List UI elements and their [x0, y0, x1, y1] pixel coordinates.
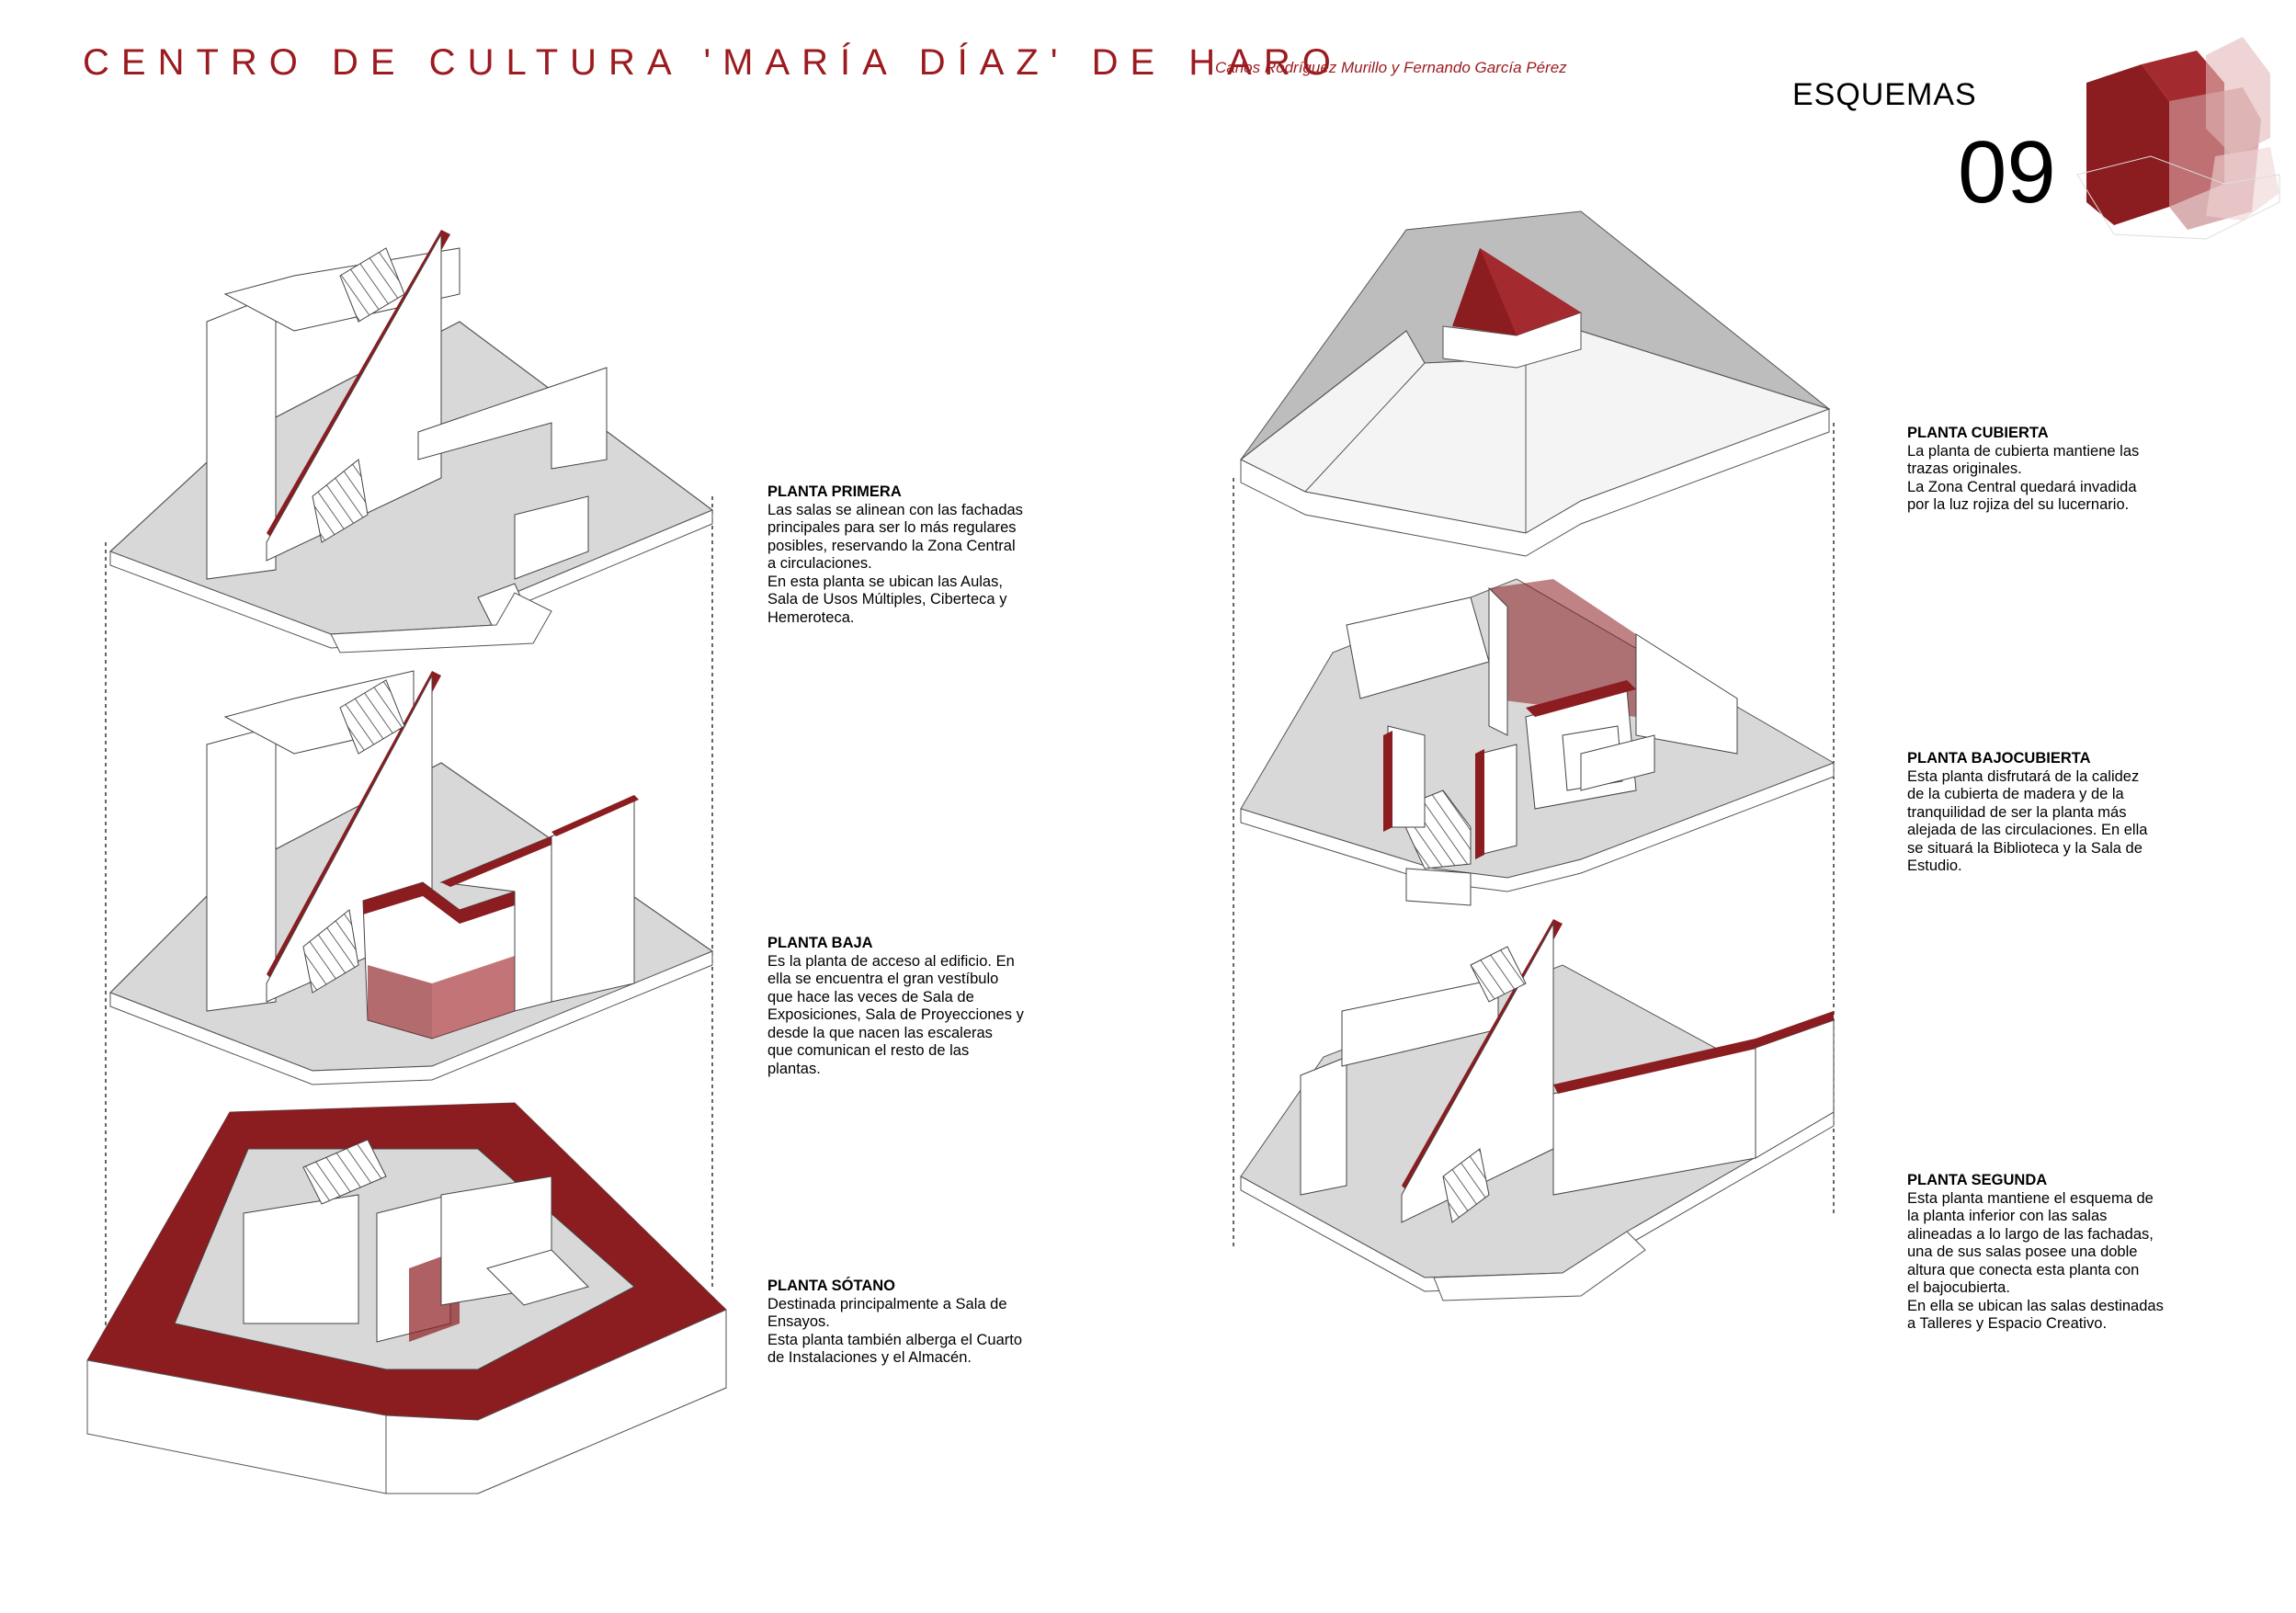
desc-heading: PLANTA BAJA [767, 935, 873, 951]
section-title: ESQUEMAS [1792, 77, 1977, 112]
desc-heading: PLANTA PRIMERA [767, 483, 902, 500]
planta-segunda-diagram [1240, 919, 1836, 1301]
planta-bajocubierta-diagram [1240, 578, 1836, 906]
desc-text: Las salas se alinean con las fachadas pr… [767, 501, 1023, 626]
desc-planta-baja: PLANTA BAJA Es la planta de acceso al ed… [767, 935, 1071, 1078]
desc-heading: PLANTA SEGUNDA [1907, 1172, 2048, 1188]
desc-planta-bajocubierta: PLANTA BAJOCUBIERTA Esta planta disfruta… [1907, 750, 2211, 876]
desc-planta-primera: PLANTA PRIMERA Las salas se alinean con … [767, 483, 1071, 627]
desc-planta-sotano: PLANTA SÓTANO Destinada principalmente a… [767, 1278, 1071, 1368]
desc-heading: PLANTA BAJOCUBIERTA [1907, 750, 2091, 767]
desc-heading: PLANTA CUBIERTA [1907, 425, 2049, 441]
planta-sotano-diagram [86, 1102, 727, 1494]
desc-text: La planta de cubierta mantiene las traza… [1907, 442, 2140, 514]
desc-text: Esta planta disfrutará de la calidez de … [1907, 767, 2148, 875]
main-title: CENTRO DE CULTURA 'MARÍA DÍAZ' DE HARO [83, 42, 1343, 83]
planta-cubierta-diagram [1240, 210, 1831, 557]
logo-icon [2076, 37, 2280, 240]
desc-heading: PLANTA SÓTANO [767, 1278, 896, 1294]
desc-planta-segunda: PLANTA SEGUNDA Esta planta mantiene el e… [1907, 1172, 2211, 1334]
planta-baja-diagram [108, 670, 714, 1085]
desc-planta-cubierta: PLANTA CUBIERTA La planta de cubierta ma… [1907, 425, 2211, 515]
planta-primera-diagram [108, 230, 714, 653]
section-number: 09 [1958, 123, 2056, 222]
authors: Carlos Rodríguez Murillo y Fernando Garc… [1215, 59, 1567, 76]
desc-text: Esta planta mantiene el esquema de la pl… [1907, 1189, 2164, 1333]
desc-text: Es la planta de acceso al edificio. En e… [767, 952, 1024, 1077]
desc-text: Destinada principalmente a Sala de Ensay… [767, 1295, 1023, 1367]
